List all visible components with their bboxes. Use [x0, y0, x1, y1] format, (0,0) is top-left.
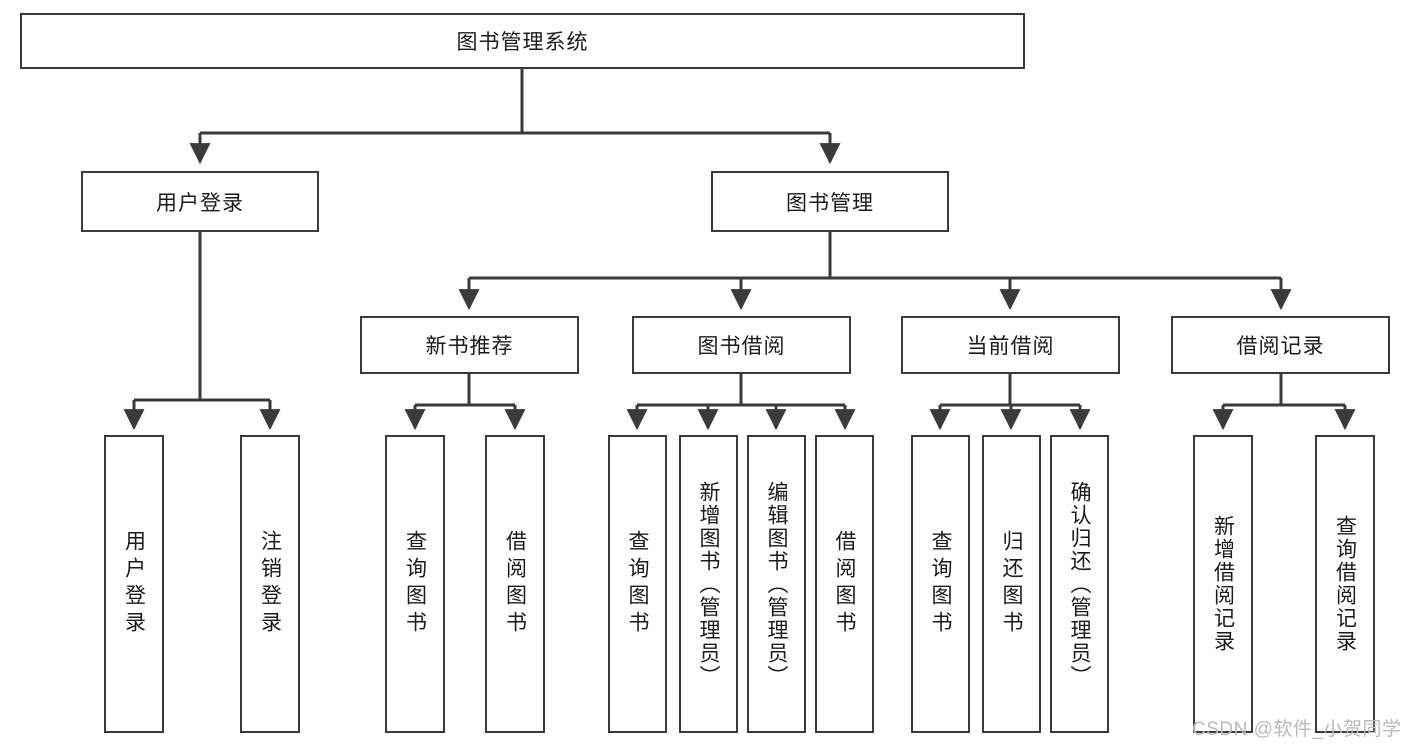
node-new-book-recommend[interactable]: 新书推荐: [360, 316, 579, 374]
leaf-add-borrow-record[interactable]: 新增借阅记录: [1193, 435, 1253, 733]
leaf-return-book[interactable]: 归还图书: [982, 435, 1041, 733]
leaf-user-login[interactable]: 用户登录: [104, 435, 164, 733]
csdn-watermark: CSDN @软件_小贺同学: [1192, 719, 1402, 740]
leaf-query-books-borrow[interactable]: 查询图书: [608, 435, 667, 733]
node-borrow-records[interactable]: 借阅记录: [1171, 316, 1390, 374]
leaf-logout[interactable]: 注销登录: [240, 435, 300, 733]
leaf-query-books-current[interactable]: 查询图书: [911, 435, 970, 733]
node-user-login-module[interactable]: 用户登录: [81, 171, 319, 232]
node-book-borrow[interactable]: 图书借阅: [632, 316, 851, 374]
leaf-borrow-books-recommend[interactable]: 借阅图书: [485, 435, 545, 733]
leaf-borrow-book[interactable]: 借阅图书: [815, 435, 874, 733]
leaf-query-books-recommend[interactable]: 查询图书: [385, 435, 445, 733]
node-book-management-module[interactable]: 图书管理: [711, 171, 949, 232]
leaf-confirm-return-admin[interactable]: 确认归还（管理员）: [1050, 435, 1109, 733]
node-root[interactable]: 图书管理系统: [20, 13, 1025, 69]
leaf-query-borrow-record[interactable]: 查询借阅记录: [1315, 435, 1375, 733]
leaf-add-book-admin[interactable]: 新增图书（管理员）: [679, 435, 738, 733]
leaf-edit-book-admin[interactable]: 编辑图书（管理员）: [747, 435, 806, 733]
node-current-borrow[interactable]: 当前借阅: [901, 316, 1120, 374]
